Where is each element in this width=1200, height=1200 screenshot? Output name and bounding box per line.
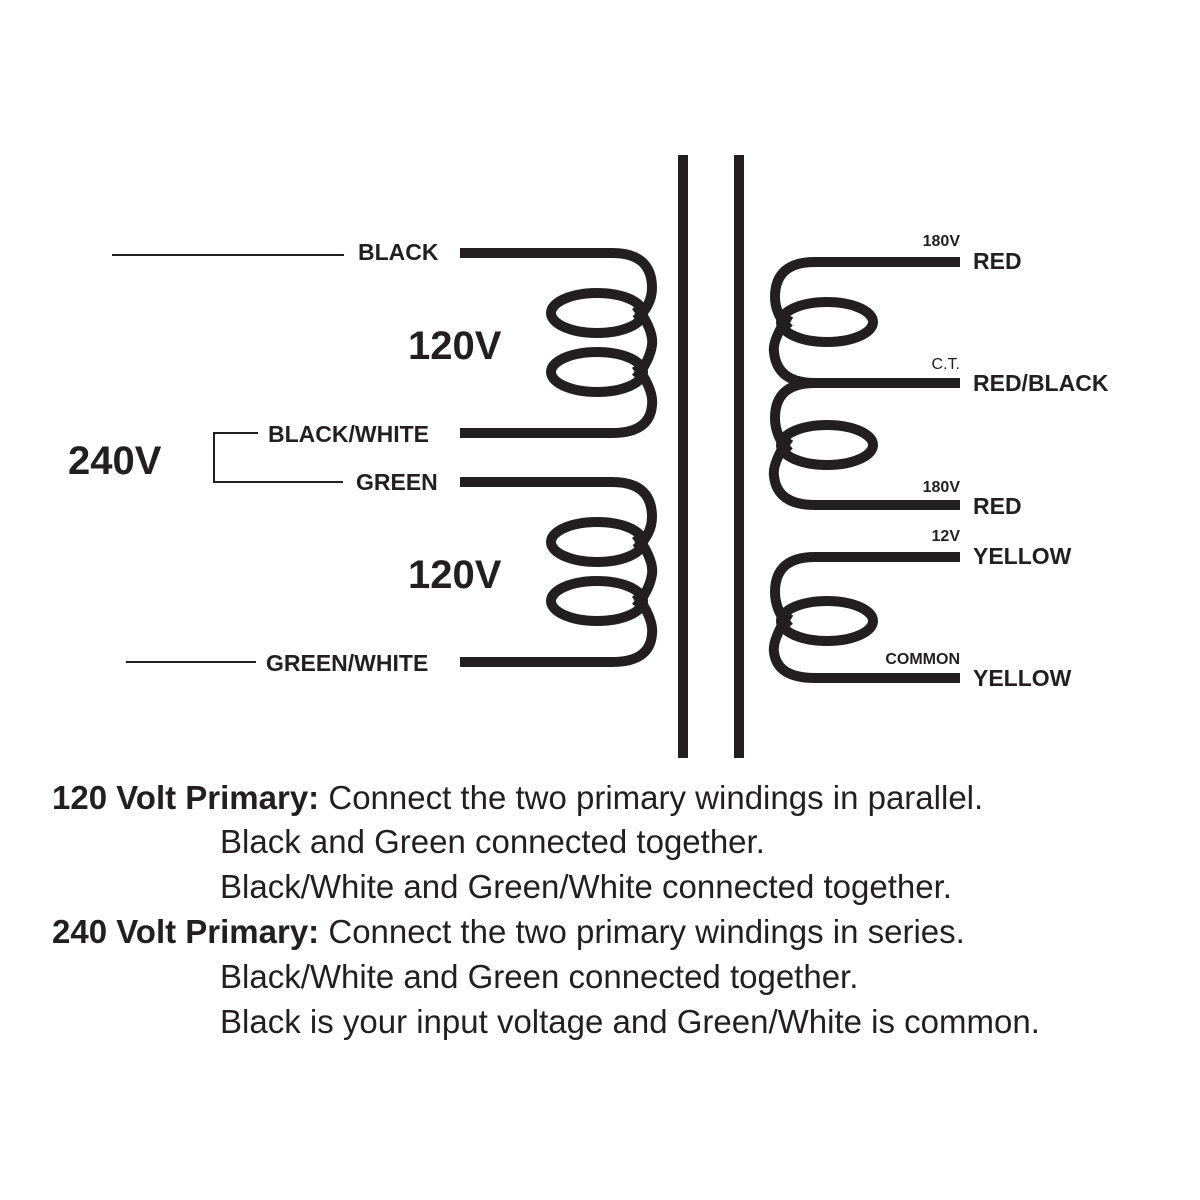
tap-wire-1: RED xyxy=(973,248,1022,274)
tap-voltage-3: 180V xyxy=(922,479,960,496)
series-voltage: 240V xyxy=(68,439,162,483)
tap-voltage-4: 12V xyxy=(931,528,960,545)
wire-label-black: BLACK xyxy=(358,239,439,265)
note-120-primary: 120 Volt Primary: Connect the two primar… xyxy=(52,781,983,814)
wire-label-green-white: GREEN/WHITE xyxy=(266,650,429,676)
primary-bottom-voltage: 120V xyxy=(408,553,502,597)
wire-label-black-white: BLACK/WHITE xyxy=(268,421,429,447)
note-heading: 120 Volt Primary: xyxy=(52,779,320,816)
primary-winding-bottom xyxy=(460,477,658,667)
note-line: Black/White and Green/White connected to… xyxy=(220,868,952,905)
primary-top-voltage: 120V xyxy=(408,324,502,368)
primary-winding-top xyxy=(460,248,658,438)
leader-lines xyxy=(112,254,344,663)
note-text: Connect the two primary windings in seri… xyxy=(319,913,965,950)
secondary-winding-hv xyxy=(768,257,960,510)
tap-wire-2: RED/BLACK xyxy=(973,370,1109,396)
note-line: Black and Green connected together. xyxy=(220,823,765,860)
tap-wire-4: YELLOW xyxy=(973,543,1072,569)
note-heading: 240 Volt Primary: xyxy=(52,913,320,950)
note-text: Connect the two primary windings in para… xyxy=(319,779,984,816)
tap-wire-5: YELLOW xyxy=(973,665,1072,691)
note-line: Black is your input voltage and Green/Wh… xyxy=(220,1003,1040,1040)
note-240-primary: 240 Volt Primary: Connect the two primar… xyxy=(52,915,965,948)
secondary-winding-lv xyxy=(768,552,960,683)
tap-wire-3: RED xyxy=(973,493,1022,519)
wire-label-green: GREEN xyxy=(356,469,438,495)
tap-voltage-5: COMMON xyxy=(885,651,960,668)
tap-voltage-1: 180V xyxy=(922,233,960,250)
note-line: Black/White and Green connected together… xyxy=(220,958,859,995)
tap-voltage-2: C.T. xyxy=(931,356,960,373)
